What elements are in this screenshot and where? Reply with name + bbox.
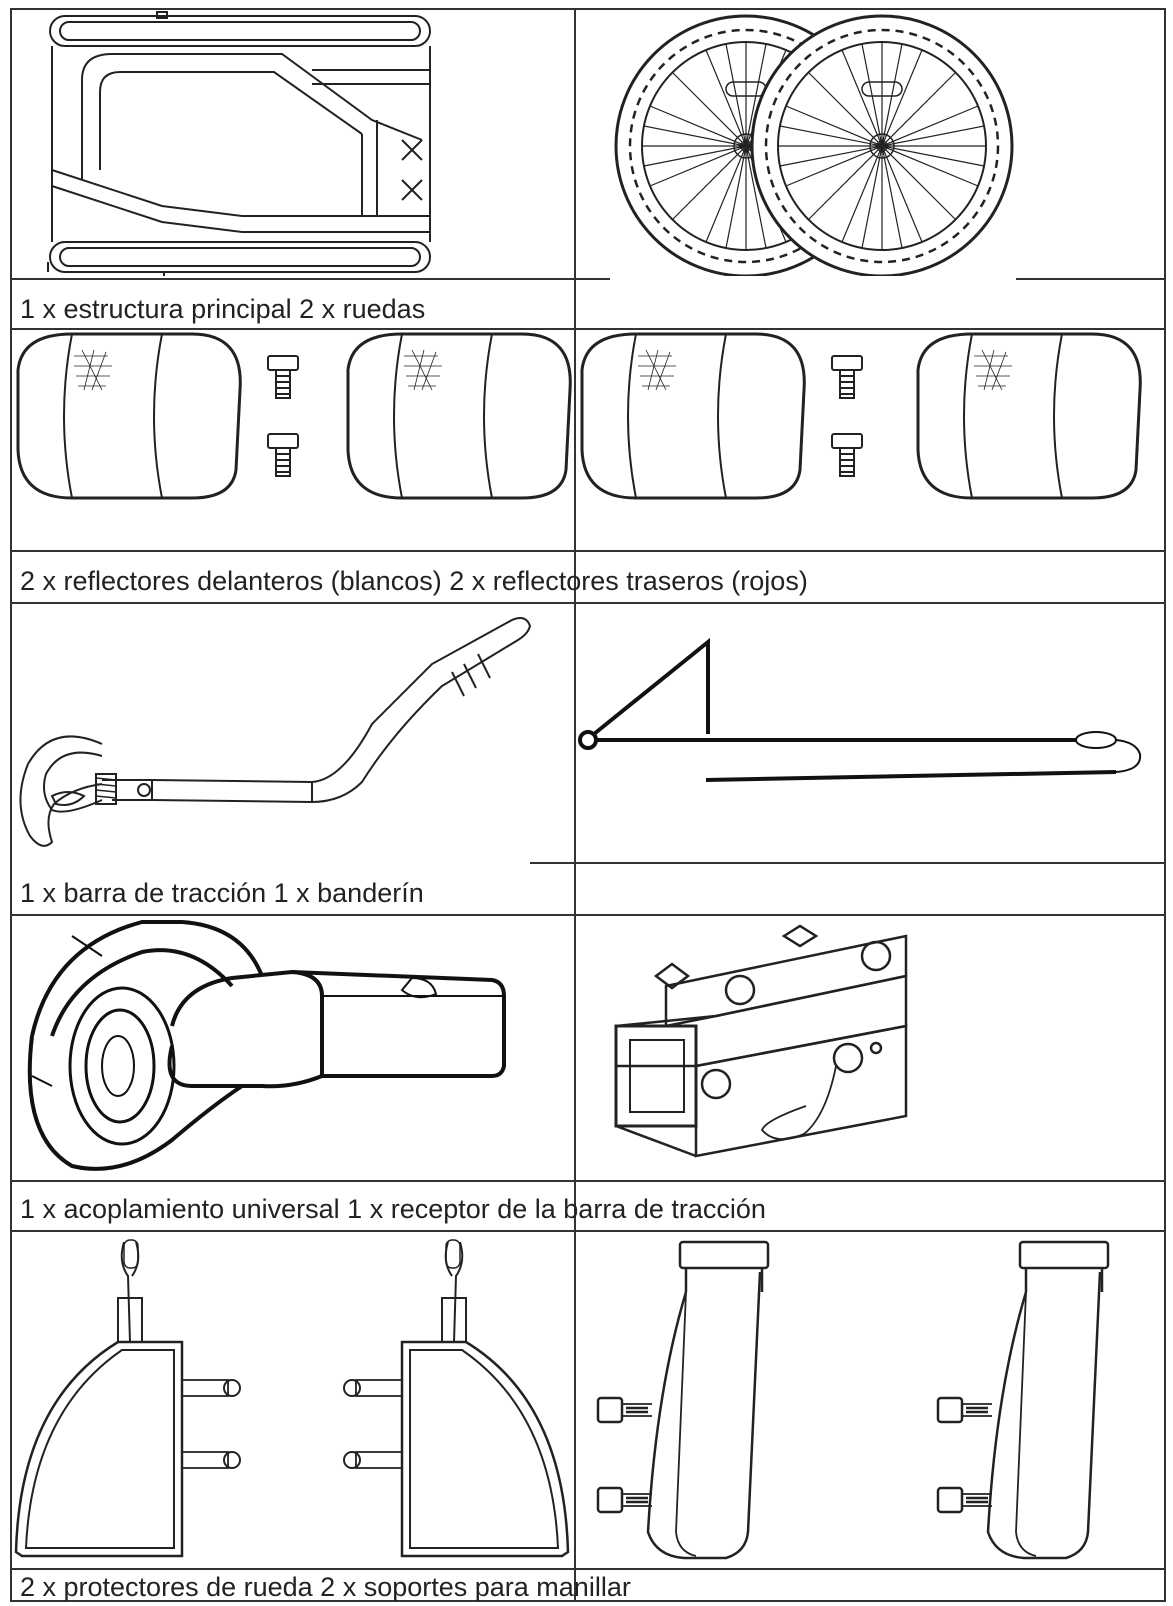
table-border xyxy=(10,8,1166,1602)
row-divider xyxy=(10,1568,1166,1570)
caption-row-2: 2 x reflectores delanteros (blancos) 2 x… xyxy=(20,566,808,596)
caption-row-1: 1 x estructura principal 2 x ruedas xyxy=(20,294,426,324)
row-divider xyxy=(10,914,1166,916)
main-frame-illustration xyxy=(12,10,572,276)
caption-row-3: 1 x barra de tracción 1 x banderín xyxy=(20,878,424,908)
row-divider xyxy=(10,602,1166,604)
tow-bar-illustration xyxy=(12,604,572,860)
wheel-guards-illustration xyxy=(12,1232,572,1566)
universal-coupling-illustration xyxy=(12,916,572,1178)
caption-row-5: 2 x protectores de rueda 2 x soportes pa… xyxy=(20,1572,631,1602)
row-divider xyxy=(10,1230,1166,1232)
row-divider xyxy=(1016,278,1166,280)
handlebar-mounts-illustration xyxy=(576,1232,1164,1566)
wheels-illustration xyxy=(576,10,1164,276)
column-divider xyxy=(574,8,576,1602)
rear-reflectors-illustration xyxy=(576,330,1164,548)
front-reflectors-illustration xyxy=(12,330,572,548)
tow-bar-receiver-illustration xyxy=(576,916,1164,1178)
row-divider xyxy=(10,1180,1166,1182)
row-divider xyxy=(10,328,1166,330)
row-divider xyxy=(530,862,1166,864)
row-divider xyxy=(10,550,1166,552)
row-divider xyxy=(10,278,610,280)
flag-illustration xyxy=(576,604,1164,860)
caption-row-4: 1 x acoplamiento universal 1 x receptor … xyxy=(20,1194,766,1224)
